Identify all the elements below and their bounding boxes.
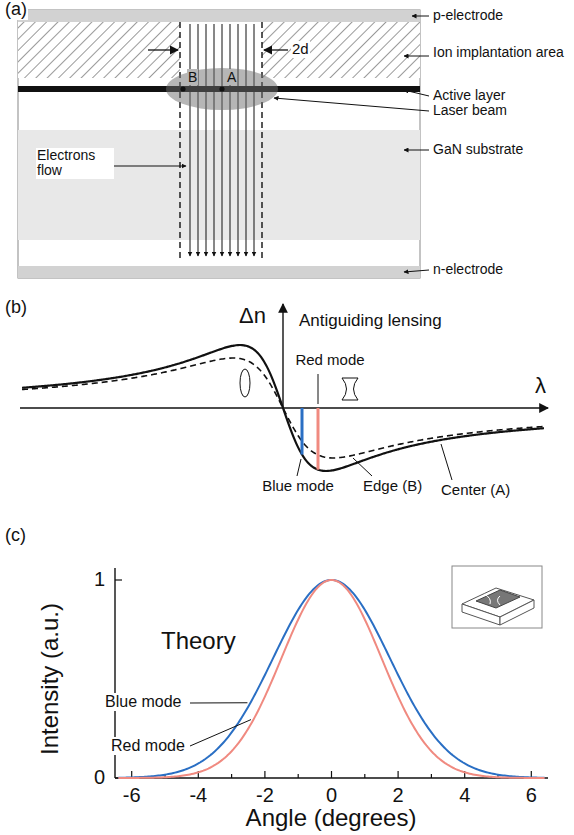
red-mode-line <box>317 408 320 470</box>
implant-right <box>262 22 420 78</box>
part-label: Electrons flow <box>36 148 114 179</box>
mode-label: Red mode <box>294 352 365 369</box>
beam-ellipse <box>165 67 279 111</box>
tick-label: 0 <box>93 766 106 788</box>
tick-label: 2 <box>392 784 405 806</box>
tick-label: 1 <box>93 568 106 590</box>
electron-arrow <box>246 24 247 256</box>
dimension-label: 2d <box>291 41 310 58</box>
electron-arrow <box>230 24 231 256</box>
part-label: p-electrode <box>432 8 504 23</box>
electron-arrow <box>238 24 239 256</box>
point-label: A <box>226 69 237 85</box>
leader-line <box>190 702 247 703</box>
tick-label: 6 <box>525 784 538 806</box>
leader-lines <box>112 16 429 272</box>
electron-arrows <box>190 24 254 256</box>
plot-note: Theory <box>160 628 237 654</box>
part-label: Ion implantation area <box>432 45 572 60</box>
leader-lines <box>297 374 452 480</box>
tick-label: 4 <box>458 784 471 806</box>
electron-arrow <box>206 24 207 256</box>
current-boundary <box>179 22 180 262</box>
tick-label: -2 <box>255 784 275 806</box>
axis-title: Angle (degrees) <box>245 806 418 830</box>
panel-label: (a) <box>4 0 28 20</box>
curve-label: Edge (B) <box>362 478 423 495</box>
part-label: Active layer <box>432 88 506 103</box>
axis-title: Intensity (a.u.) <box>38 602 62 756</box>
blue-mode-line <box>301 408 304 455</box>
substrate-region <box>18 130 420 240</box>
part-label: Laser beam <box>432 103 508 118</box>
p-electrode-band <box>18 10 420 22</box>
part-label: n-electrode <box>432 262 504 277</box>
chip-inset <box>452 566 542 628</box>
panel-label: (c) <box>4 526 27 546</box>
point-label: B <box>187 69 198 85</box>
implant-left <box>18 22 180 78</box>
tick-label: -4 <box>188 784 208 806</box>
leader-line <box>190 720 251 746</box>
device-section <box>18 10 429 278</box>
mode-label: Blue mode <box>261 478 335 495</box>
mode-label: Red mode <box>110 737 186 755</box>
mode-label: Blue mode <box>104 693 183 711</box>
electron-arrow <box>198 24 199 256</box>
electron-arrow <box>190 24 191 256</box>
dn-axis <box>282 304 283 408</box>
index-plot <box>20 304 548 480</box>
plot-title: Antiguiding lensing <box>298 312 443 331</box>
width-arrow <box>148 49 178 50</box>
tick-label: -6 <box>122 784 142 806</box>
axis-label: Δn <box>238 304 267 328</box>
laser-beam-spot: BA <box>165 67 279 111</box>
point-dot <box>219 86 224 91</box>
electron-arrow <box>214 24 215 256</box>
axis-label: λ <box>534 374 547 398</box>
width-arrow <box>264 49 288 50</box>
tick-label: 0 <box>325 784 338 806</box>
center-curve <box>22 345 544 471</box>
part-label: GaN substrate <box>432 142 524 157</box>
current-boundary <box>261 22 262 262</box>
electron-arrow <box>222 24 223 256</box>
electron-arrow <box>254 24 255 256</box>
curve-label: Center (A) <box>440 482 511 499</box>
n-electrode-band <box>18 266 420 278</box>
concave-lens <box>342 378 358 400</box>
panel-label: (b) <box>4 298 28 318</box>
point-dot <box>180 86 185 91</box>
convex-lens <box>240 369 250 397</box>
